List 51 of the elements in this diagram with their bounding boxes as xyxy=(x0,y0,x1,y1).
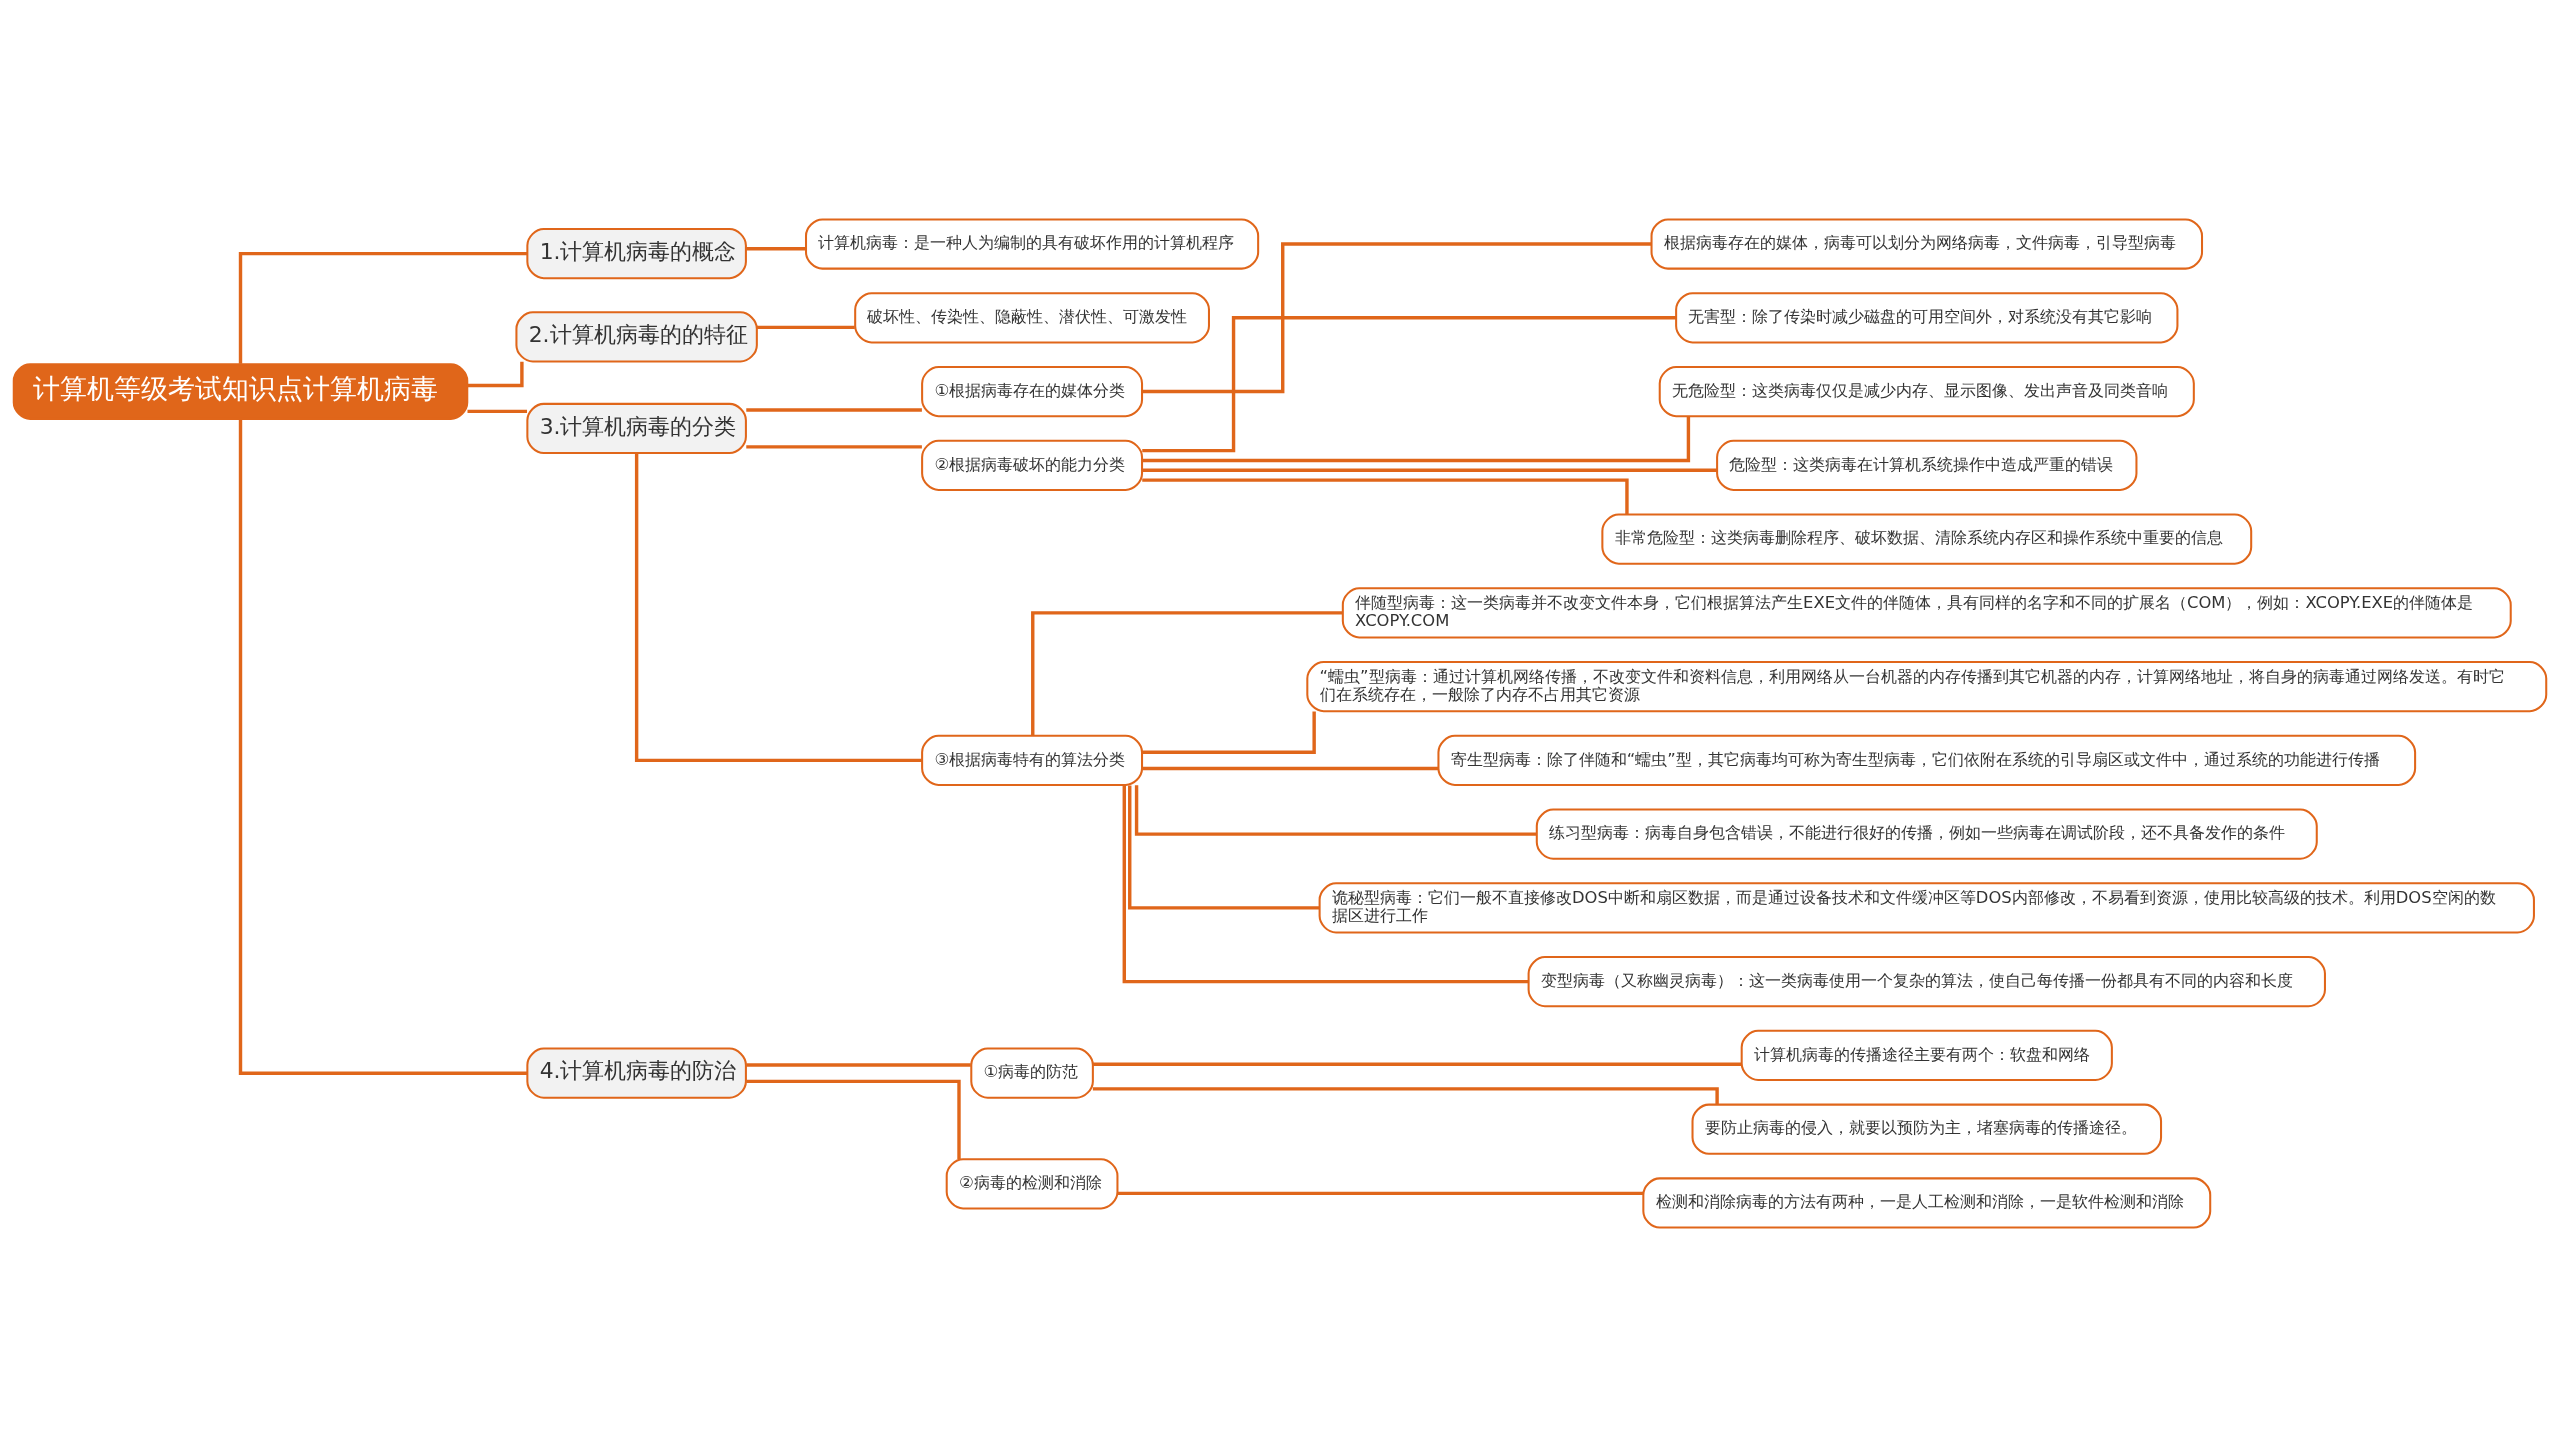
connector xyxy=(1142,242,1652,394)
node-box: 危险型：这类病毒在计算机系统操作中造成严重的错误 xyxy=(1716,439,2138,491)
node-box: ③根据病毒特有的算法分类 xyxy=(921,734,1144,786)
connector xyxy=(746,1079,961,1159)
node-box: 练习型病毒：病毒自身包含错误，不能进行很好的传播，例如一些病毒在调试阶段，还不具备发作的条件 xyxy=(1535,808,2318,860)
connector xyxy=(1134,785,1537,836)
connector xyxy=(1092,1062,1742,1066)
node-box: 计算机病毒：是一种人为编制的具有破坏作用的计算机程序 xyxy=(805,218,1260,270)
node-box: 寄生型病毒：除了伴随和“蠕虫”型，其它病毒均可称为寄生型病毒，它们依附在系统的引导扇区或文件中，通过系统的功能进行传播 xyxy=(1437,734,2417,786)
connector xyxy=(746,445,922,449)
connector xyxy=(746,408,922,412)
node-box: ①根据病毒存在的媒体分类 xyxy=(921,365,1144,418)
node-box: 无害型：除了传染时减少磁盘的可用空间外，对系统没有其它影响 xyxy=(1675,292,2179,344)
connector xyxy=(238,251,528,364)
connector xyxy=(746,1063,971,1067)
node-box: 检测和消除病毒的方法有两种，一是人工检测和消除，一是软件检测和消除 xyxy=(1642,1177,2212,1229)
connector xyxy=(1122,785,1529,984)
connector xyxy=(1142,316,1676,453)
connector xyxy=(1128,785,1320,910)
connector xyxy=(1142,711,1316,754)
connector xyxy=(1142,468,1717,472)
node-box: 无危险型：这类病毒仅仅是减少内存、显示图像、发出声音及同类音响 xyxy=(1658,365,2195,418)
node-box: “蠕虫”型病毒：通过计算机网络传播，不改变文件和资料信息，利用网络从一台机器的内存传播到其它机器的内存，计算网络地址，将自身的病毒通过网络发送。有时它们在系统存在，一般除了内存不占用其它资源 xyxy=(1306,661,2548,713)
node-box: 变型病毒（又称幽灵病毒）：这一类病毒使用一个复杂的算法，使自己每传播一份都具有不同的内容和长度 xyxy=(1527,956,2326,1008)
node-box: 要防止病毒的侵入，就要以预防为主，堵塞病毒的传播途径。 xyxy=(1691,1103,2163,1155)
node-box: ②根据病毒破坏的能力分类 xyxy=(921,439,1144,491)
connector xyxy=(238,419,528,1075)
node-box: ①病毒的防范 xyxy=(970,1047,1094,1099)
connector xyxy=(746,247,806,251)
node-box: 1.计算机病毒的概念 xyxy=(526,228,747,280)
connector xyxy=(1117,1191,1644,1196)
connector xyxy=(756,325,855,330)
connector xyxy=(1142,478,1629,515)
node-box: 4.计算机病毒的防治 xyxy=(526,1047,747,1099)
node-box: 破坏性、传染性、隐蔽性、潜伏性、可激发性 xyxy=(854,292,1210,344)
node-box: 计算机等级考试知识点计算机病毒 xyxy=(12,363,469,420)
connector xyxy=(1142,416,1691,463)
node-box: ②病毒的检测和消除 xyxy=(945,1158,1119,1210)
node-box: 计算机病毒的传播途径主要有两个：软盘和网络 xyxy=(1740,1029,2113,1082)
connector xyxy=(634,453,922,763)
connector xyxy=(467,409,527,414)
node-box: 非常危险型：这类病毒删除程序、破坏数据、清除系统内存区和操作系统中重要的信息 xyxy=(1601,513,2253,565)
node-box: 根据病毒存在的媒体，病毒可以划分为网络病毒，文件病毒，引导型病毒 xyxy=(1650,218,2204,270)
connector xyxy=(1092,1087,1719,1105)
node-box: 3.计算机病毒的分类 xyxy=(526,402,747,455)
connector xyxy=(1031,611,1343,736)
node-box: 诡秘型病毒：它们一般不直接修改DOS中断和扇区数据，而是通过设备技术和文件缓冲区等DOS内部修改，不易看到资源，使用比较高级的技术。利用DOS空闲的数据区进行工作 xyxy=(1318,882,2535,934)
node-box: 2.计算机病毒的的特征 xyxy=(515,311,758,363)
connector xyxy=(467,361,524,388)
connector xyxy=(1142,766,1439,771)
node-box: 伴随型病毒：这一类病毒并不改变文件本身，它们根据算法产生EXE文件的伴随体，具有同样的名字和不同的扩展名（COM），例如：XCOPY.EXE的伴随体是XCOPY.COM xyxy=(1341,587,2512,639)
